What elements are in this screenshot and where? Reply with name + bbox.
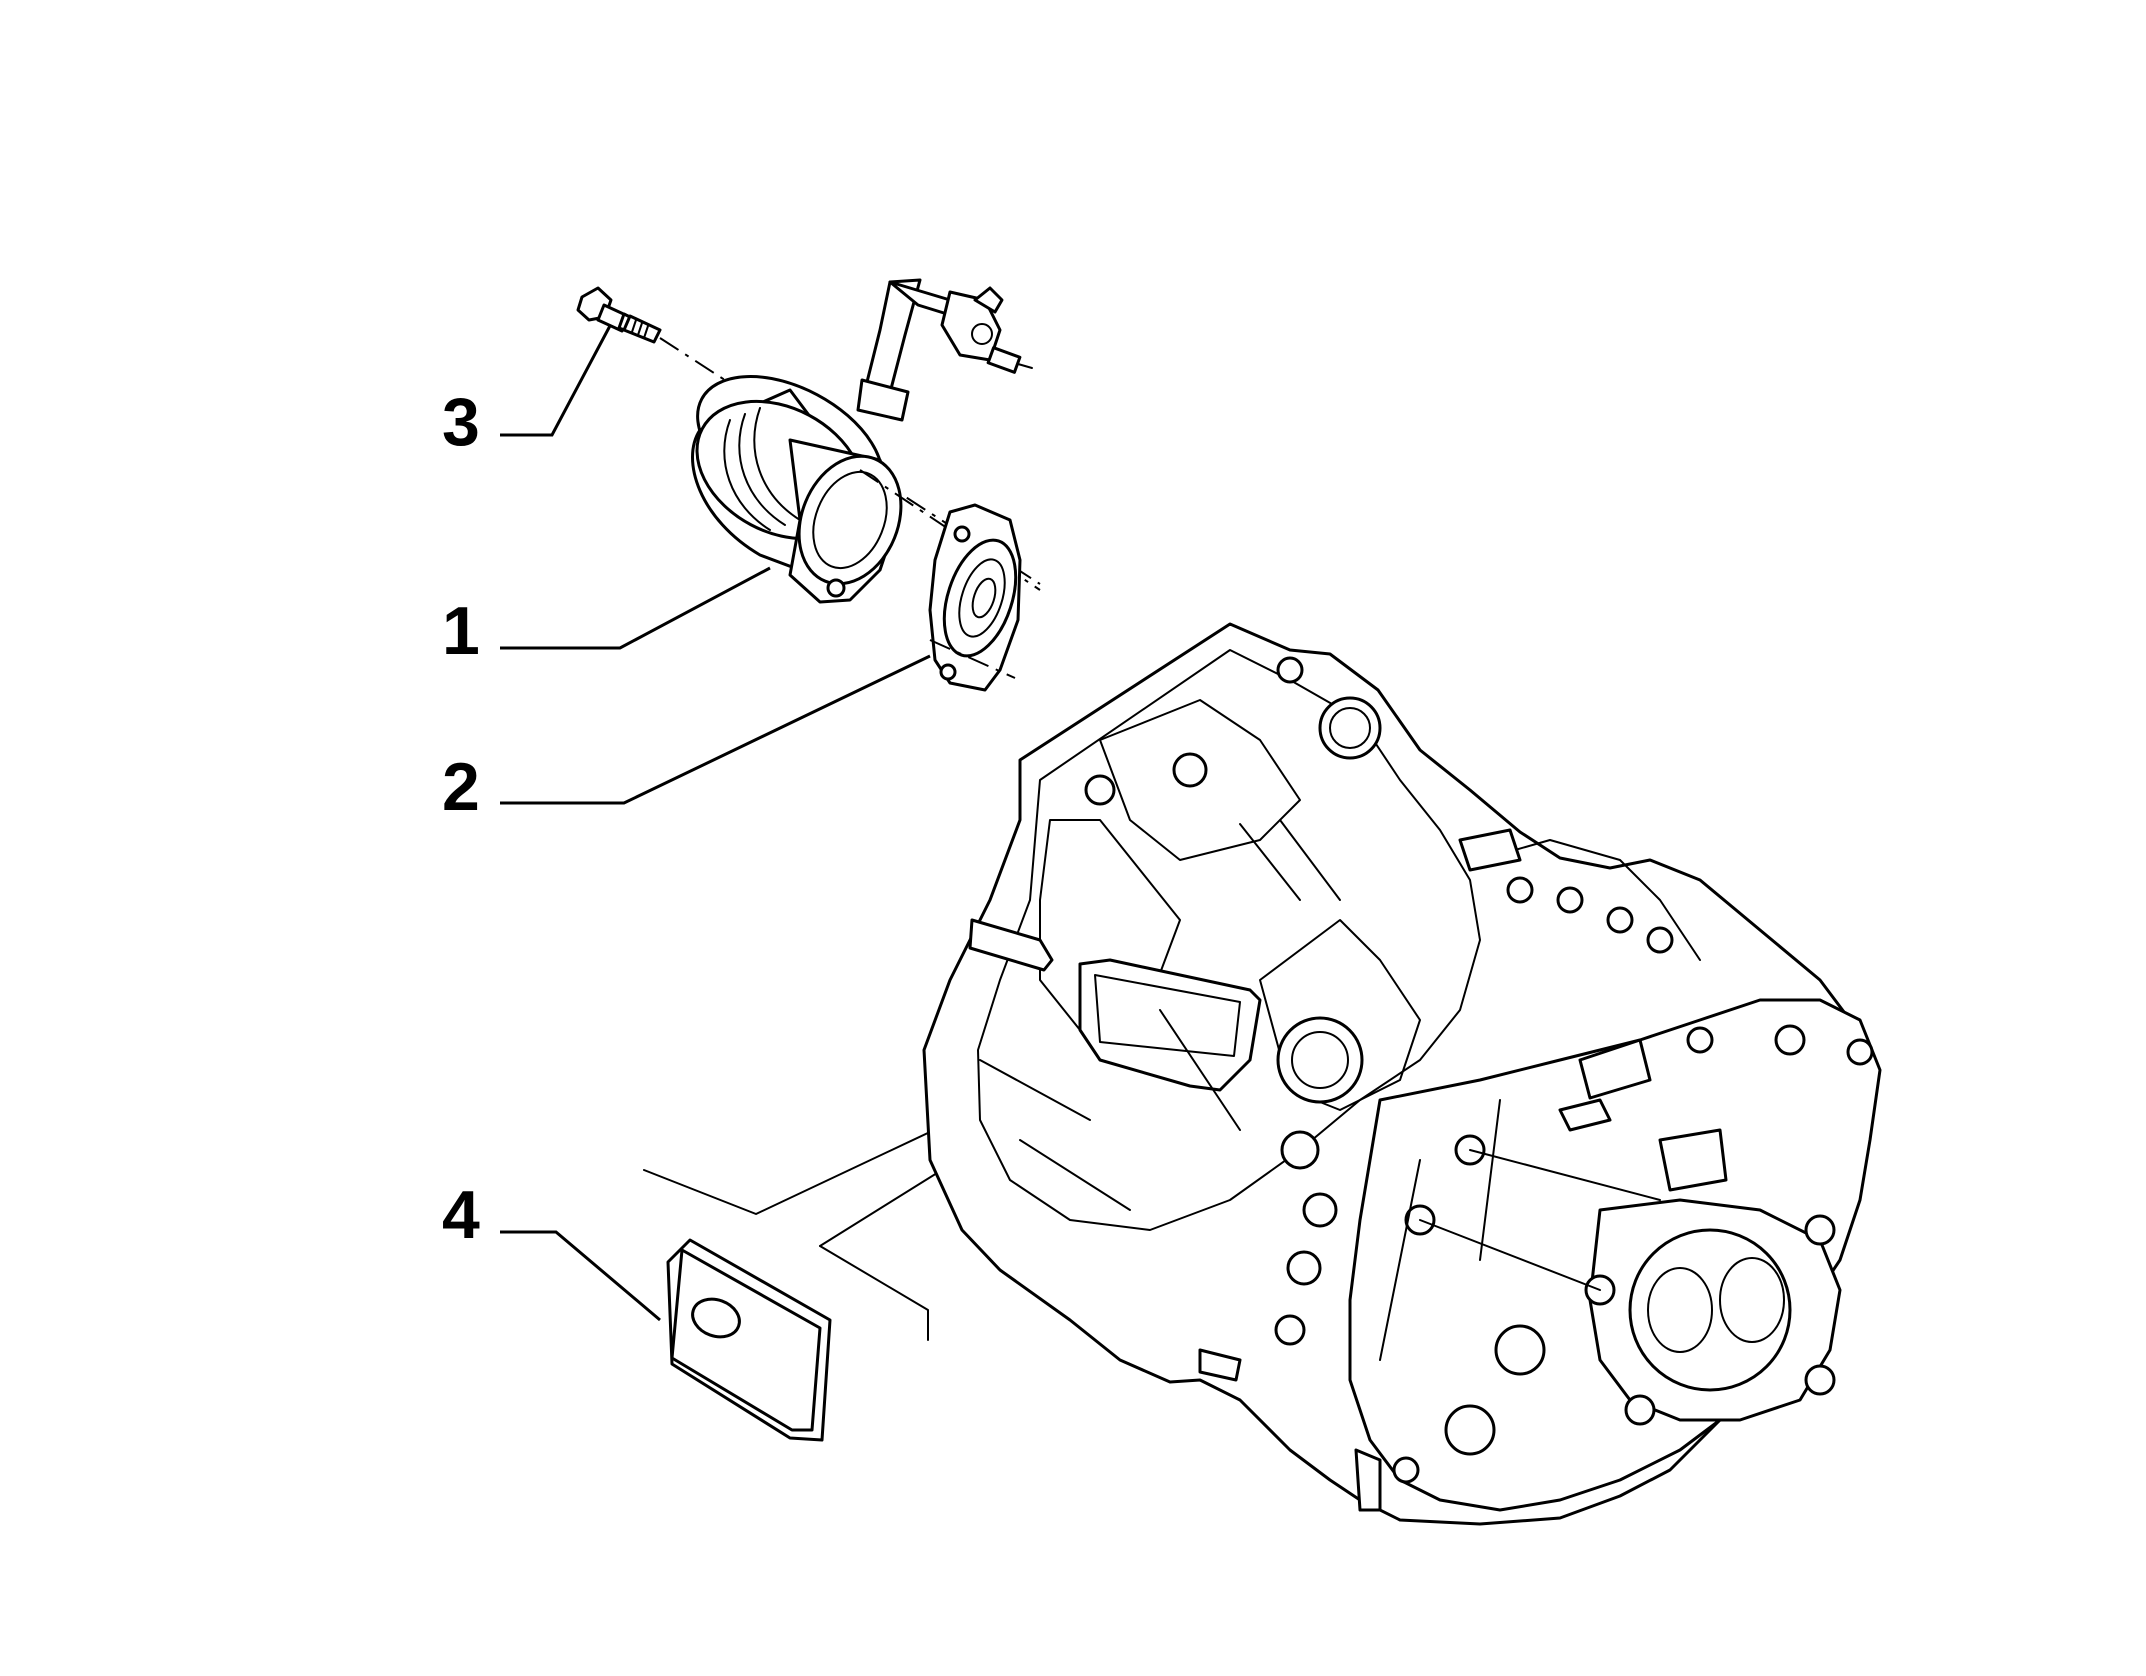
callout-number-1: 1 (442, 593, 480, 669)
leader-line-4 (500, 1230, 661, 1322)
callout-2[interactable]: 2 (442, 654, 931, 825)
gearbox-housing (922, 622, 1882, 1526)
callout-4[interactable]: 4 (442, 1177, 661, 1322)
gasket-part (928, 503, 1022, 692)
assembly-axis-gasket (929, 639, 1016, 679)
leader-line-2 (500, 654, 931, 805)
callout-1[interactable]: 1 (442, 566, 771, 669)
leader-line-1 (500, 566, 771, 650)
cover-plug-part (666, 1238, 832, 1442)
callout-number-3: 3 (442, 384, 480, 460)
bolt-part (576, 286, 662, 344)
callout-3[interactable]: 3 (442, 321, 614, 460)
leader-line-3 (500, 321, 614, 437)
callout-number-4: 4 (442, 1177, 480, 1253)
slave-cylinder-part (691, 278, 1033, 604)
callout-number-2: 2 (442, 749, 480, 825)
